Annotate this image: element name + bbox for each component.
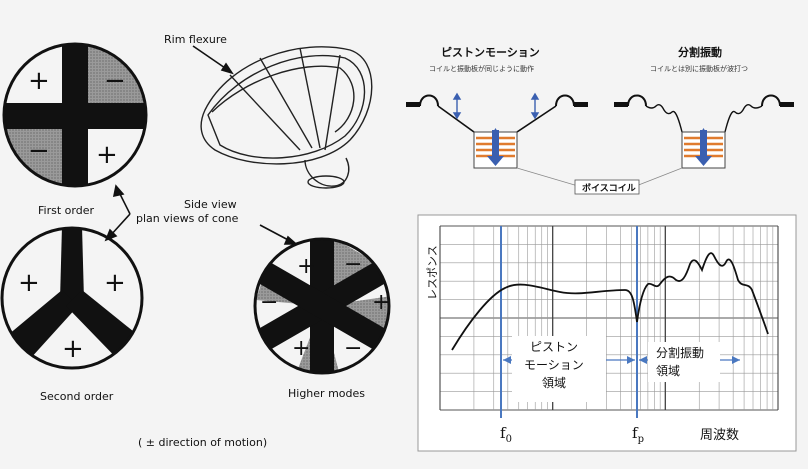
response-axis-label: レスポンス [426,245,439,300]
direction-note: ( ± direction of motion) [138,436,268,449]
log-grid [439,225,779,411]
plan-views-label: plan views of cone [136,212,239,225]
voice-coil-leaders [516,167,683,187]
piston-region-line2: モーション [524,358,584,372]
breakup-vibration-title: 分割振動 [678,46,722,59]
cone-side-view [200,46,373,189]
breakup-vibration-subtitle: コイルとは別に振動板が波打つ [650,65,748,73]
second-order-label: Second order [40,390,114,403]
piston-region-box [512,336,606,402]
first-order-label: First order [38,204,94,217]
first-order-plan-view [2,42,148,188]
response-chart-frame [417,214,797,452]
breakup-region-line1: 分割振動 [656,346,705,360]
voice-coil-label: ボイスコイル [582,184,636,194]
fp-label: fp [632,424,644,445]
frequency-response-curve [451,252,769,351]
higher-modes-plan-view [253,237,391,375]
side-view-label: Side view [184,198,237,211]
minus-sign: − [344,336,363,361]
breakup-region-line2: 領域 [656,364,681,378]
arrow-head [639,356,647,364]
minus-sign: − [104,66,126,96]
nodal-line [4,103,146,129]
f0-label: f0 [500,424,512,445]
minus-sign: − [28,136,50,166]
plus-sign: + [292,336,311,361]
breakup-region-box [648,342,720,382]
voice-coil-label-box [574,179,640,195]
plus-sign: + [297,254,316,279]
piston-region-line3: 領域 [542,376,567,390]
minus-sign: − [260,290,279,315]
piston-motion-subtitle: コイルと振動板が同じように動作 [429,65,534,73]
pointer-arrows [104,45,299,245]
plus-sign: + [96,140,118,170]
plus-sign: + [372,290,391,315]
piston-motion-diagram [406,92,588,169]
piston-motion-title: ピストンモーション [441,46,540,59]
plus-sign: + [28,66,50,96]
arrow-head [627,356,635,364]
arrow-head [503,356,511,364]
frequency-axis-label: 周波数 [700,428,740,443]
plus-sign: + [18,268,40,298]
minus-sign: − [344,252,363,277]
piston-region-line1: ピストン [530,340,579,354]
breakup-vibration-diagram [614,94,794,169]
plus-sign: + [62,334,84,364]
rim-flexure-label: Rim flexure [164,33,227,46]
arrow-head [732,356,740,364]
higher-modes-label: Higher modes [288,387,365,400]
plus-sign: + [104,268,126,298]
